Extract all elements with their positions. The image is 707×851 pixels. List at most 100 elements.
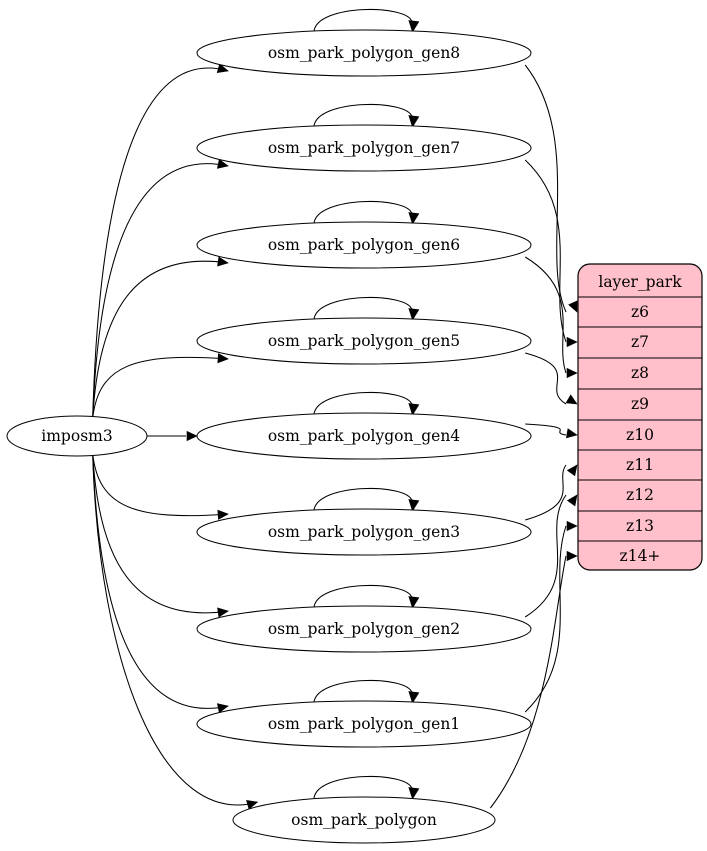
edge-arrowhead (566, 494, 578, 507)
edge-imposm3-to-node (92, 453, 258, 806)
edge-self-loop (313, 776, 413, 799)
edge-arrowhead (408, 308, 420, 321)
edge-arrowhead (408, 115, 420, 128)
node-ellipse (196, 700, 532, 748)
polygon-node-gen7[interactable]: osm_park_polygon_gen7 (196, 124, 532, 172)
edge-arrowhead (565, 428, 578, 439)
polygon-nodes: osm_park_polygon_gen8 osm_park_polygon_ge… (196, 29, 532, 844)
table-row-z6[interactable]: z6 (631, 303, 649, 321)
edge-arrowhead (408, 499, 420, 512)
edge-arrowhead (408, 212, 420, 225)
edges-to-layer-park-table (489, 64, 578, 809)
node-ellipse (6, 415, 148, 457)
node-ellipse (196, 412, 532, 460)
polygon-node-gen6[interactable]: osm_park_polygon_gen6 (196, 221, 532, 269)
edge-arrowhead (408, 403, 420, 416)
layer-park-table: layer_park z6 z7 z8 z9 z10 z11 z12 z13 z14+ (577, 263, 703, 571)
table-row-z14+[interactable]: z14+ (620, 547, 661, 565)
edge-arrowhead (216, 158, 229, 169)
node-ellipse (196, 221, 532, 269)
node-ellipse (196, 124, 532, 172)
edge-arrowhead (408, 691, 420, 704)
edge-arrowhead (186, 430, 198, 442)
edges-from-imposm3 (92, 63, 259, 810)
polygon-node-gen8[interactable]: osm_park_polygon_gen8 (196, 29, 532, 77)
edge-arrowhead (408, 787, 420, 800)
edge-self-loop (313, 9, 413, 32)
node-label: osm_park_polygon_gen3 (268, 523, 460, 541)
source-node-label: imposm3 (41, 427, 112, 445)
edge-arrowhead (217, 607, 229, 618)
edge-arrowhead (408, 20, 420, 33)
node-ellipse (232, 796, 496, 844)
edge-node-to-table-row (524, 256, 567, 374)
edge-imposm3-to-node (92, 453, 229, 709)
edge-self-loop (313, 488, 413, 511)
edge-arrowhead (246, 799, 259, 810)
node-label: osm_park_polygon_gen7 (268, 139, 460, 157)
node-ellipse (196, 317, 532, 365)
table-header-label: layer_park (598, 273, 682, 291)
edge-imposm3-to-node (92, 163, 229, 419)
table-row-z12[interactable]: z12 (626, 486, 654, 504)
table-row-z11[interactable]: z11 (626, 456, 654, 474)
edge-imposm3-to-node (92, 453, 229, 614)
polygon-node-base[interactable]: osm_park_polygon (232, 796, 496, 844)
self-loop-edges (313, 9, 420, 800)
source-node-group: imposm3 (6, 415, 148, 457)
edge-arrowhead (216, 63, 229, 74)
edge-imposm3-to-node (92, 356, 229, 419)
edge-self-loop (313, 201, 413, 224)
table-background (578, 264, 702, 570)
edge-node-to-table-row (524, 525, 567, 713)
edge-node-to-table-row (524, 159, 567, 343)
edge-imposm3-to-node (92, 453, 229, 517)
edge-arrowhead (566, 336, 578, 348)
table-row-z8[interactable]: z8 (631, 364, 649, 382)
polygon-node-gen4[interactable]: osm_park_polygon_gen4 (196, 412, 532, 460)
edge-node-to-table-row (524, 64, 567, 313)
edge-arrowhead (566, 520, 578, 532)
edge-self-loop (313, 585, 413, 608)
edge-arrowhead (566, 464, 578, 477)
edge-arrowhead (216, 703, 229, 714)
node-ellipse (196, 605, 532, 653)
edge-imposm3-to-node (92, 67, 229, 419)
edge-node-to-table-row (524, 494, 567, 618)
edge-arrowhead (565, 394, 578, 405)
edge-node-to-table-row (525, 423, 567, 436)
node-label: osm_park_polygon_gen8 (268, 44, 460, 62)
edge-arrowhead (217, 509, 229, 520)
edge-self-loop (313, 392, 413, 415)
node-label: osm_park_polygon_gen4 (268, 427, 460, 445)
source-node-imposm3[interactable]: imposm3 (6, 415, 148, 457)
table-row-z13[interactable]: z13 (626, 517, 654, 535)
edge-node-to-table-row (489, 555, 567, 809)
edge-self-loop (313, 297, 413, 320)
edge-arrowhead (217, 353, 229, 364)
node-label: osm_park_polygon (291, 811, 437, 829)
table-outline (577, 263, 703, 571)
edge-node-to-table-row (525, 352, 567, 405)
node-label: osm_park_polygon_gen1 (268, 715, 460, 733)
polygon-node-gen5[interactable]: osm_park_polygon_gen5 (196, 317, 532, 365)
table-row-z9[interactable]: z9 (631, 395, 649, 413)
node-label: osm_park_polygon_gen2 (268, 620, 460, 638)
edge-self-loop (313, 680, 413, 703)
edge-arrowhead (568, 300, 578, 313)
polygon-node-gen3[interactable]: osm_park_polygon_gen3 (196, 508, 532, 556)
node-ellipse (196, 29, 532, 77)
table-row-z7[interactable]: z7 (631, 333, 649, 351)
edge-arrowhead (566, 367, 578, 379)
polygon-node-gen2[interactable]: osm_park_polygon_gen2 (196, 605, 532, 653)
node-ellipse (196, 508, 532, 556)
polygon-node-gen1[interactable]: osm_park_polygon_gen1 (196, 700, 532, 748)
node-label: osm_park_polygon_gen5 (268, 332, 460, 350)
edge-arrowhead (217, 256, 229, 267)
table-row-z10[interactable]: z10 (626, 426, 654, 444)
edge-arrowhead (408, 596, 420, 609)
edge-node-to-table-row (525, 464, 567, 521)
edge-arrowhead (566, 550, 578, 562)
